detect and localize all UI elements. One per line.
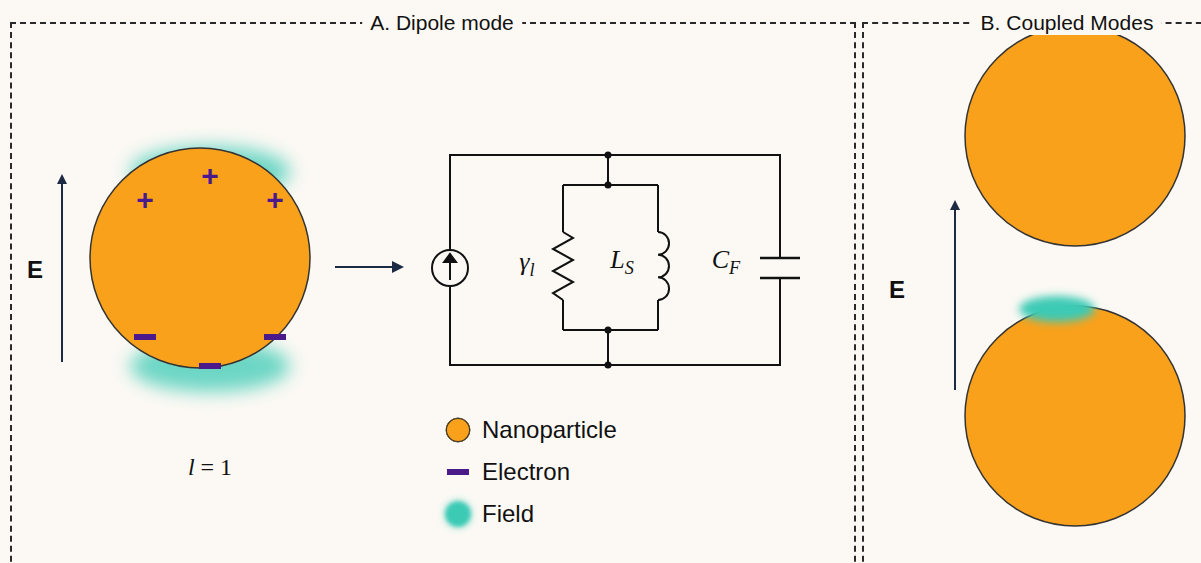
legend-nanoparticle-sample <box>446 418 470 442</box>
nanoparticle <box>965 306 1185 526</box>
legend-swatch <box>446 418 470 442</box>
legend-electron-sample <box>447 469 469 475</box>
field-label: E <box>889 276 905 304</box>
legend-text: Nanoparticle <box>482 416 617 444</box>
resistor-symbol <box>553 232 573 300</box>
charge-sign: + <box>266 185 284 215</box>
loss-label: γl <box>519 247 534 281</box>
panel-box: A. Dipole mode+++ <box>10 22 856 563</box>
current-source <box>432 250 468 286</box>
charge-sign: + <box>201 161 219 191</box>
legend-text: Electron <box>482 458 570 486</box>
panel-box: B. Coupled Modes <box>862 22 1201 563</box>
nanoparticle-outline <box>89 147 311 369</box>
capacitor-symbol <box>760 258 800 278</box>
panel-title: A. Dipole mode <box>362 11 522 35</box>
inductance-label: LS <box>610 245 634 279</box>
nanoparticle <box>965 26 1185 246</box>
legend-field-sample <box>446 502 470 526</box>
inductor-symbol <box>658 232 669 300</box>
gap-field <box>1019 296 1095 322</box>
field-arrow <box>61 176 63 362</box>
capacitance-label: CF <box>712 245 740 279</box>
circuit-wires <box>450 155 780 365</box>
field-arrow <box>954 202 956 390</box>
nanoparticle: + + + <box>89 147 311 369</box>
mode-index: l = 1 <box>188 454 232 481</box>
charge-sign: + <box>136 185 154 215</box>
mapping-arrow <box>335 266 402 268</box>
legend-text: Field <box>482 500 534 528</box>
panel-title: B. Coupled Modes <box>973 11 1162 35</box>
field-label: E <box>27 256 43 284</box>
legend-swatch <box>446 502 470 526</box>
